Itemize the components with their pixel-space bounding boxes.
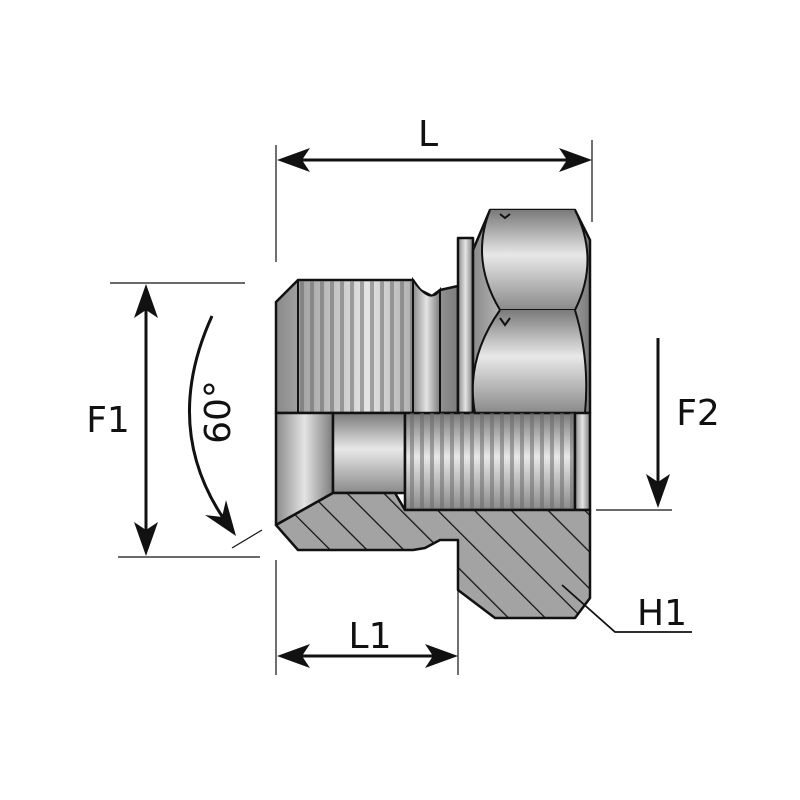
label-l1: L1 bbox=[349, 616, 392, 657]
label-h1: H1 bbox=[637, 593, 687, 634]
label-l: L bbox=[418, 114, 438, 155]
male-thread bbox=[297, 279, 414, 414]
dimension-f2: F2 bbox=[596, 338, 720, 511]
hex-flat-bottom bbox=[471, 309, 588, 414]
hex-flat-top bbox=[481, 209, 589, 311]
flange bbox=[456, 236, 475, 415]
label-angle: 60° bbox=[198, 380, 239, 444]
external-view bbox=[274, 208, 592, 415]
dimension-f1: F1 bbox=[86, 282, 260, 558]
label-f1: F1 bbox=[86, 400, 130, 441]
dimension-l1: L1 bbox=[275, 560, 459, 675]
leader-h1: H1 bbox=[561, 584, 692, 634]
section-hatch bbox=[274, 491, 592, 620]
bore bbox=[331, 411, 407, 495]
dimension-angle: 60° bbox=[187, 315, 263, 549]
dimension-l: L bbox=[275, 114, 593, 262]
label-f2: F2 bbox=[676, 393, 720, 434]
thread-groove bbox=[412, 276, 441, 414]
section-view bbox=[274, 411, 592, 620]
